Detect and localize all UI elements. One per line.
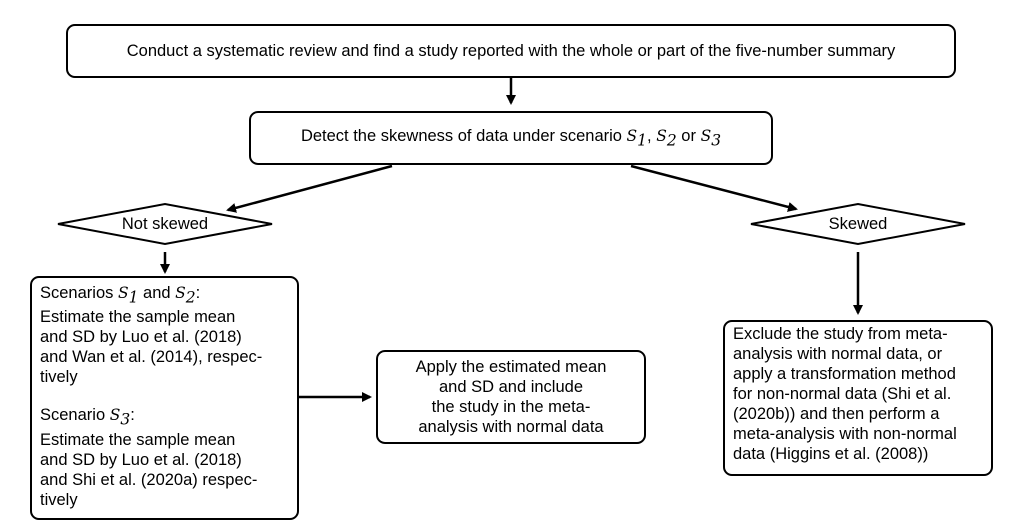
apply-line: analysis with normal data [418, 418, 604, 436]
skewed-label: Skewed [828, 214, 888, 233]
arrow-detect-to-skewed [630, 164, 798, 212]
scenario-3-line: tively [40, 490, 78, 509]
start-box: Conduct a systematic review and find a s… [66, 24, 956, 78]
scenario-1-2-line: and SD by Luo et al. (2018) [40, 328, 242, 347]
arrow-detect-to-not-skewed [226, 164, 393, 213]
exclude-line: analysis with normal data, or [733, 345, 943, 363]
scenario-3-line: Estimate the sample mean [40, 430, 236, 449]
start-box-text: Conduct a systematic review and find a s… [126, 42, 896, 60]
scenario-3-line: and SD by Luo et al. (2018) [40, 450, 242, 469]
apply-line: Apply the estimated mean [415, 358, 607, 376]
apply-line: the study in the meta- [431, 398, 591, 416]
scenario-1-2-line: Estimate the sample mean [40, 308, 236, 327]
scenarios-box: Scenarios S1 and S2: Estimate the sample… [30, 276, 299, 520]
decision-diamond-not-skewed [57, 202, 273, 246]
detect-box-text: Detect the skewness of data under scenar… [300, 126, 722, 150]
exclude-line: meta-analysis with non-normal [733, 425, 957, 443]
scenario-3-line: and Shi et al. (2020a) respec- [40, 470, 258, 489]
exclude-box: Exclude the study from meta- analysis wi… [723, 320, 993, 476]
apply-box: Apply the estimated mean and SD and incl… [376, 350, 646, 444]
exclude-line: for non-normal data (Shi et al. [733, 385, 952, 403]
exclude-line: Exclude the study from meta- [733, 325, 948, 343]
scenario-1-2-heading: Scenarios S1 and S2: [40, 284, 201, 307]
scenario-1-2-line: tively [40, 368, 78, 387]
exclude-line: apply a transformation method [733, 365, 956, 383]
scenario-1-2-line: and Wan et al. (2014), respec- [40, 348, 263, 367]
exclude-line: (2020b)) and then perform a [733, 405, 940, 423]
exclude-line: data (Higgins et al. (2008)) [733, 445, 929, 463]
scenario-3-heading: Scenario S3: [40, 406, 135, 429]
detect-box: Detect the skewness of data under scenar… [249, 111, 773, 165]
decision-diamond-skewed [750, 202, 966, 246]
apply-line: and SD and include [438, 378, 584, 396]
not-skewed-label: Not skewed [121, 214, 209, 233]
